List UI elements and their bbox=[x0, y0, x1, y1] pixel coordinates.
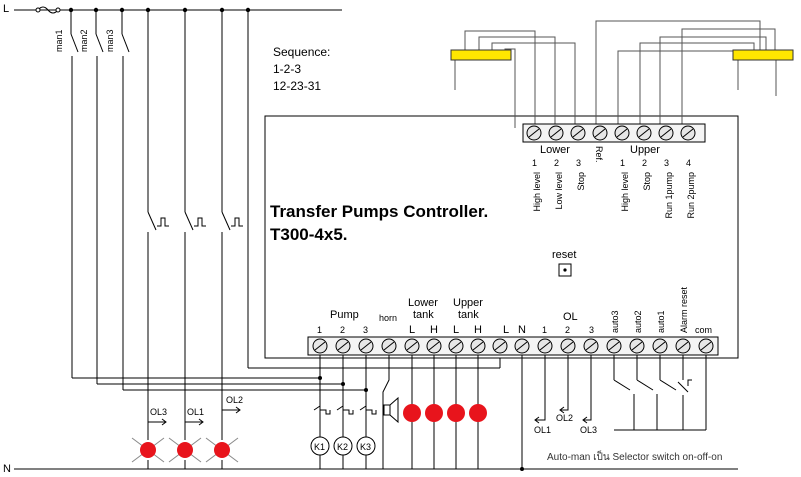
lower-number-2: 2 bbox=[554, 158, 559, 168]
float-switch-lower-icon bbox=[450, 49, 512, 61]
horn-label: horn bbox=[379, 313, 397, 323]
upper-tank-level-h: H bbox=[474, 324, 482, 336]
pilot-lamps bbox=[131, 437, 239, 463]
upper-number-1: 1 bbox=[620, 158, 625, 168]
ref-label: Ref. bbox=[594, 146, 604, 163]
coil-k3-icon bbox=[356, 436, 376, 456]
upper-number-4: 4 bbox=[686, 158, 691, 168]
terminal-label-com: com bbox=[695, 325, 712, 335]
ol-output-label-ol3: OL3 bbox=[580, 425, 597, 435]
contactor-coils bbox=[310, 436, 376, 456]
supply-terminal-l: L bbox=[503, 324, 509, 336]
lower-tank-level-l: L bbox=[409, 324, 415, 336]
sequence-line-2: 12-23-31 bbox=[273, 79, 321, 93]
switch-label-man1: man1 bbox=[54, 29, 64, 52]
lamp-upper-h-icon bbox=[469, 404, 487, 422]
coil-label-k3: K3 bbox=[360, 442, 371, 452]
lamp-1-icon bbox=[131, 437, 165, 463]
overload-label-ol1: OL1 bbox=[187, 407, 204, 417]
upper-number-3: 3 bbox=[664, 158, 669, 168]
float-switch-upper-icon bbox=[732, 49, 794, 61]
terminal-label-auto3: auto3 bbox=[610, 310, 620, 333]
lamp-lower-l-icon bbox=[403, 404, 421, 422]
upper-tank-level-l: L bbox=[453, 324, 459, 336]
ol-output-label-ol2: OL2 bbox=[556, 413, 573, 423]
lamp-lower-h-icon bbox=[425, 404, 443, 422]
pump-number-2: 2 bbox=[340, 325, 345, 335]
horn-icon bbox=[383, 396, 399, 424]
coil-label-k2: K2 bbox=[337, 442, 348, 452]
terminal-screw-icon bbox=[312, 338, 714, 354]
group-label-lower: Lower bbox=[540, 144, 570, 156]
lower-tank-level-h: H bbox=[430, 324, 438, 336]
lower-number-1: 1 bbox=[532, 158, 537, 168]
fuse-icon bbox=[37, 6, 59, 14]
lower-signal-low-level: Low level bbox=[554, 172, 564, 210]
group-label-upper: Upper bbox=[630, 144, 660, 156]
controller-model: T300-4x5. bbox=[270, 225, 348, 244]
controller-box bbox=[264, 115, 739, 359]
lamp-2-icon bbox=[168, 437, 202, 463]
top-terminal-strip bbox=[522, 123, 706, 143]
rail-label-n: N bbox=[3, 463, 11, 475]
group-label-ol: OL bbox=[563, 311, 578, 323]
lower-tank-label-line2: tank bbox=[413, 309, 434, 321]
auto-branches bbox=[147, 10, 243, 469]
lower-tank-label-line1: Lower bbox=[408, 297, 438, 309]
switch-label-man3: man3 bbox=[105, 29, 115, 52]
sequence-title: Sequence: bbox=[273, 45, 330, 59]
bottom-terminal-strip bbox=[307, 336, 719, 356]
lower-number-3: 3 bbox=[576, 158, 581, 168]
lower-signal-stop: Stop bbox=[576, 172, 586, 191]
pump-number-3: 3 bbox=[363, 325, 368, 335]
coil-label-k1: K1 bbox=[314, 442, 325, 452]
supply-terminal-n: N bbox=[518, 324, 526, 336]
lower-signal-high-level: High level bbox=[532, 172, 542, 212]
overload-label-ol2: OL2 bbox=[226, 395, 243, 405]
lamp-upper-l-icon bbox=[447, 404, 465, 422]
ol-number-2: 2 bbox=[565, 325, 570, 335]
tank-level-lamps bbox=[403, 404, 487, 422]
upper-signal-run-1pump: Run 1pump bbox=[664, 172, 674, 219]
upper-signal-high-level: High level bbox=[620, 172, 630, 212]
terminal-label-auto1: auto1 bbox=[656, 310, 666, 333]
coil-k1-icon bbox=[310, 436, 330, 456]
upper-tank-label-line1: Upper bbox=[453, 297, 483, 309]
ol-number-3: 3 bbox=[589, 325, 594, 335]
terminal-screw-icon bbox=[526, 125, 696, 141]
pump-number-1: 1 bbox=[317, 325, 322, 335]
upper-signal-run-2pump: Run 2pump bbox=[686, 172, 696, 219]
upper-tank-label-line2: tank bbox=[458, 309, 479, 321]
overload-label-ol3: OL3 bbox=[150, 407, 167, 417]
ol-number-1: 1 bbox=[542, 325, 547, 335]
terminal-label-alarm-reset: Alarm reset bbox=[679, 286, 689, 333]
upper-signal-stop: Stop bbox=[642, 172, 652, 191]
controller-title: Transfer Pumps Controller. bbox=[270, 202, 488, 221]
upper-number-2: 2 bbox=[642, 158, 647, 168]
coil-k2-icon bbox=[333, 436, 353, 456]
footnote: Auto-man เป็น Selector switch on-off-on bbox=[547, 449, 722, 463]
float-switch-wiring bbox=[454, 20, 777, 128]
group-label-pump: Pump bbox=[330, 309, 359, 321]
terminal-label-auto2: auto2 bbox=[633, 310, 643, 333]
rail-label-l: L bbox=[3, 3, 9, 15]
switch-label-man2: man2 bbox=[79, 29, 89, 52]
reset-label: reset bbox=[552, 249, 576, 261]
manual-branches bbox=[70, 10, 501, 391]
ol-output-label-ol1: OL1 bbox=[534, 425, 551, 435]
lamp-3-icon bbox=[205, 437, 239, 463]
sequence-line-1: 1-2-3 bbox=[273, 62, 301, 76]
supply-rails: L N bbox=[3, 3, 738, 475]
